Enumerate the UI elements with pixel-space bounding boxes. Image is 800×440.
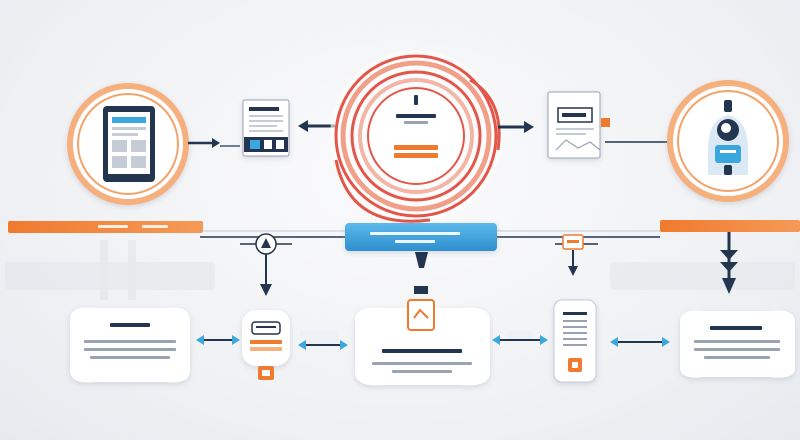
connector-node-far-right (720, 232, 738, 294)
card-node[interactable] (547, 91, 601, 159)
connector-tablet-document (188, 138, 240, 148)
blue-band-center (345, 223, 497, 251)
device-small[interactable] (242, 310, 290, 366)
arrow-target-to-document (298, 120, 335, 132)
arrow-mobile-right (610, 330, 670, 347)
tablet-icon (103, 106, 155, 182)
connector-node-right (555, 234, 598, 276)
connector-node-left (240, 233, 292, 296)
arrow-center-mobile (492, 330, 548, 345)
orange-band-right (660, 220, 800, 232)
mobile-icon (563, 312, 587, 372)
server-icon (250, 321, 282, 380)
text-card-left[interactable] (70, 307, 190, 383)
text-card-center[interactable] (355, 307, 490, 386)
document-icon (244, 137, 288, 152)
arrow-left-device (196, 335, 240, 345)
card-icon (555, 118, 610, 151)
target-node[interactable] (330, 50, 502, 223)
background-shapes (5, 240, 795, 300)
target-ring-icon (394, 95, 438, 158)
connector-node-center (415, 252, 428, 268)
arrow-target-to-card (498, 121, 534, 133)
text-card-right[interactable] (680, 310, 795, 378)
arrow-device-center (298, 330, 348, 350)
person-badge-icon (708, 100, 748, 175)
card-badge-icon (407, 286, 435, 331)
